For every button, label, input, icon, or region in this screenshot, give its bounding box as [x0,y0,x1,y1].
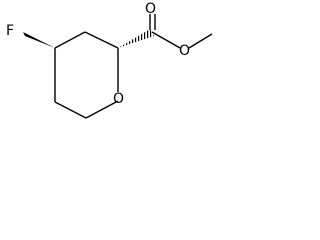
bond-c3-c2 [84,31,119,49]
bond-c-oester [151,31,181,49]
bond-c6-c5 [54,101,87,119]
fluorine-label: F [6,23,14,39]
molecule-drawing: F O O O [6,1,213,119]
bond-oester-methyl [188,33,213,49]
bond-o-c6 [85,100,119,119]
bond-c4-c3 [54,31,86,49]
hashed-bond-c2-carbonyl [118,29,154,48]
wedge-bond-c4-f [23,32,55,48]
carbonyl-oxygen-label: O [145,1,156,17]
ester-oxygen-label: O [179,43,190,59]
chemical-structure: F O O O [0,0,218,134]
ring-oxygen-label: O [113,91,124,107]
